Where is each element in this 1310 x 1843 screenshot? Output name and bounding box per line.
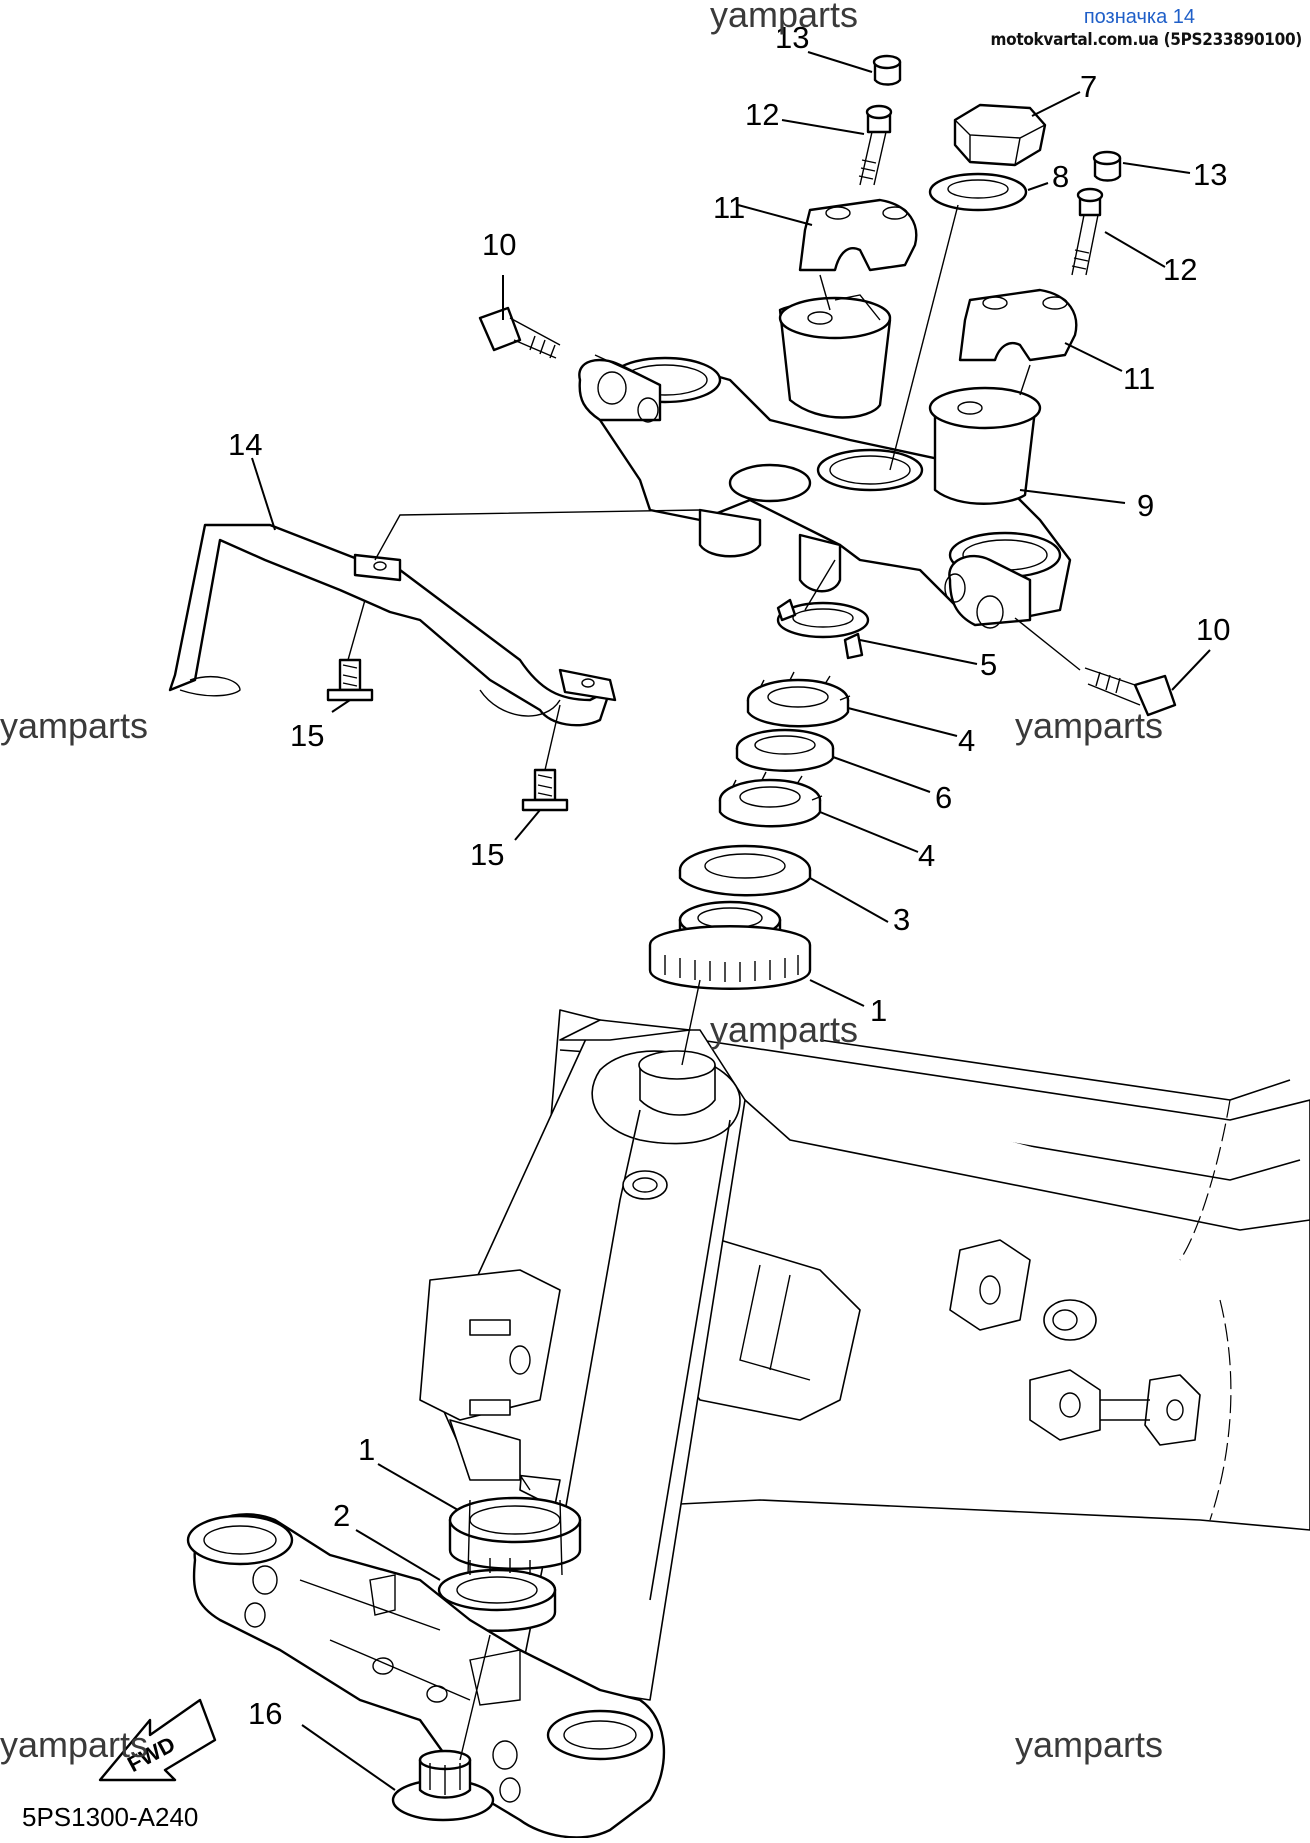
ring-nut-lower[interactable] <box>718 771 823 828</box>
lower-bracket[interactable] <box>186 1513 666 1839</box>
clamp-bolt-left[interactable] <box>858 104 893 186</box>
callout-10: 10 <box>1196 612 1230 647</box>
watermark-text: yamparts <box>710 1009 858 1050</box>
frame-head-pipe <box>419 1009 1310 1701</box>
stay-bolt-left[interactable] <box>326 658 374 702</box>
callout-4: 4 <box>958 723 975 758</box>
header-title[interactable]: позначка 14 <box>1083 6 1195 28</box>
callout-1: 1 <box>358 1432 375 1467</box>
callout-12: 12 <box>1163 252 1197 287</box>
callout-2: 2 <box>333 1498 350 1533</box>
callout-11: 11 <box>713 190 745 225</box>
diagram-code: 5PS1300-A240 <box>22 1802 198 1832</box>
callout-5: 5 <box>980 647 997 682</box>
pinch-bolt-left[interactable] <box>478 306 561 359</box>
callout-1: 1 <box>870 993 887 1028</box>
callout-13: 13 <box>775 20 809 55</box>
watermark-text: yamparts <box>1015 1724 1163 1765</box>
stay-bolt-right[interactable] <box>521 768 569 812</box>
callout-11: 11 <box>1123 361 1155 396</box>
callout-16: 16 <box>248 1696 282 1731</box>
callout-15: 15 <box>290 718 324 753</box>
bearing-upper[interactable] <box>648 900 812 990</box>
callout-numbers: 13 12 11 10 7 8 13 12 11 9 14 10 5 4 6 4… <box>228 20 1230 1731</box>
watermark-text: yamparts <box>710 0 858 35</box>
steering-stem-nut[interactable] <box>953 103 1047 167</box>
handlebar-clamp-upper-left[interactable] <box>798 198 918 272</box>
watermark-text: yamparts <box>1015 705 1163 746</box>
ring-nut-upper[interactable] <box>746 671 851 728</box>
rubber-washer[interactable] <box>735 728 835 772</box>
cap-13-right[interactable] <box>1092 150 1122 182</box>
callout-12: 12 <box>745 97 779 132</box>
callout-7: 7 <box>1080 69 1097 104</box>
header-source: motokvartal.com.ua (5PS233890100) <box>990 30 1302 50</box>
clamp-bolt-right[interactable] <box>1071 187 1104 276</box>
watermark-text: yamparts <box>0 705 148 746</box>
watermarks: yamparts yamparts yamparts yamparts yamp… <box>0 0 1163 1765</box>
watermark-text: yamparts <box>0 1724 148 1765</box>
bearing-lower-race[interactable] <box>448 1496 582 1576</box>
callout-14: 14 <box>228 427 262 462</box>
callout-6: 6 <box>935 780 952 815</box>
bearing-cover[interactable] <box>678 844 812 897</box>
callout-15: 15 <box>470 837 504 872</box>
pinch-bolt-right[interactable] <box>1084 667 1177 717</box>
cap-13-left[interactable] <box>872 54 902 86</box>
handlebar-clamp-upper-right[interactable] <box>958 288 1078 362</box>
stem-cap[interactable] <box>391 1749 495 1822</box>
callout-4: 4 <box>918 838 935 873</box>
callout-9: 9 <box>1137 488 1154 523</box>
callout-8: 8 <box>1052 159 1069 194</box>
callout-10: 10 <box>482 227 516 262</box>
lock-washer[interactable] <box>776 598 870 660</box>
wire-stay[interactable] <box>168 523 617 727</box>
upper-bracket[interactable] <box>578 294 1072 629</box>
lower-bearing[interactable] <box>437 1558 557 1632</box>
callout-13: 13 <box>1193 157 1227 192</box>
leader-lines <box>251 51 1211 1791</box>
callout-3: 3 <box>893 902 910 937</box>
stem-washer[interactable] <box>928 172 1028 212</box>
